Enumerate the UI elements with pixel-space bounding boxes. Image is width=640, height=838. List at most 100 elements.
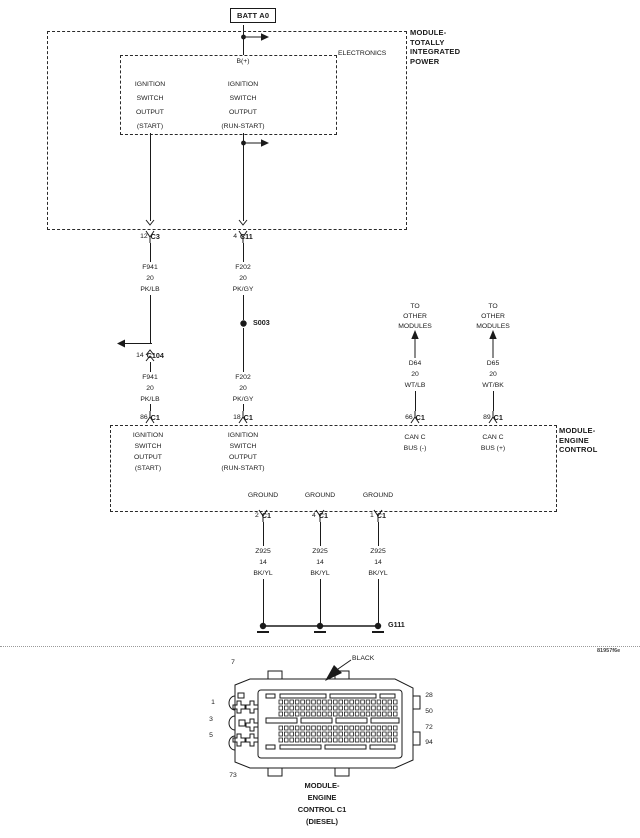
wire-gnd-3b [378, 579, 379, 624]
terminal-icon [488, 411, 498, 424]
ecm-can-plus-label: CAN C BUS (+) [480, 434, 506, 452]
wire-d65-label: D65 20 WT/BK [482, 360, 504, 389]
ecm-ground-label-2: GROUND [304, 492, 336, 499]
ecm-pin-run: 18 C1 [213, 411, 273, 424]
ecm-input-start-label: IGNITION SWITCH OUTPUT (START) [132, 432, 164, 472]
wire-d64-label: D64 20 WT/LB [404, 360, 426, 389]
wire-start-2 [150, 243, 151, 262]
b-plus-label: B(+) [236, 58, 250, 65]
connector-name: C11 [239, 232, 253, 241]
pin-number: 4 [233, 233, 237, 240]
ecm-pin-start: 86 C1 [120, 411, 180, 424]
diagram-id-label: 81957f6e [597, 648, 621, 654]
wire-run-5 [243, 404, 244, 411]
pin-number: 1 [370, 512, 374, 519]
tipm-pin-c3: 12 C3 [120, 230, 180, 243]
terminal-chevron-icon [238, 219, 248, 227]
to-other-modules-label-1: TO OTHER MODULES [398, 303, 432, 330]
connector-caption: MODULE- ENGINE CONTROL C1 (DIESEL) [297, 781, 347, 826]
junction-arrow-icon [241, 33, 269, 41]
terminal-icon [373, 509, 383, 522]
connector-color-label: BLACK [352, 655, 375, 662]
wire-f202-upper-label: F202 20 PK/GY [232, 264, 254, 293]
wire-f941-upper-label: F941 20 PK/LB [140, 264, 160, 293]
inline-connector-icon [145, 349, 155, 362]
connector-pin1-label: 1 [211, 699, 215, 706]
pin-number: 18 [233, 414, 241, 421]
wire-z925-label-3: Z925 14 BK/YL [368, 548, 388, 577]
terminal-chevron-icon [145, 219, 155, 227]
tipm-output-run-label: IGNITION SWITCH OUTPUT (RUN-START) [221, 81, 265, 130]
pin-number: 12 [140, 233, 148, 240]
ground-bus-icon [257, 622, 384, 633]
ecm-name: MODULE- ENGINE CONTROL [559, 426, 598, 454]
electronics-label: ELECTRONICS [338, 50, 387, 57]
wire-can-minus [415, 391, 416, 411]
ecm-box [110, 425, 557, 512]
wire-gnd-3a [378, 522, 379, 546]
section-divider [0, 646, 640, 647]
inline-connector-c104: 14 C104 [114, 349, 186, 362]
black-arrow-icon [325, 665, 342, 681]
connector-name: C1 [493, 413, 503, 422]
connector-face-drawing [195, 652, 465, 780]
ecm-ground-label-1: GROUND [247, 492, 279, 499]
c104-branch-arrow-icon [117, 339, 152, 348]
wire-start-5 [150, 404, 151, 411]
connector-name: C1 [261, 511, 271, 520]
electronics-box [120, 55, 337, 135]
wire-start-4 [150, 362, 151, 372]
connector-pin7-label: 7 [231, 659, 235, 666]
connector-pin94-label: 94 [425, 739, 433, 746]
wire-run-2 [243, 243, 244, 262]
tipm-pin-c11: 4 C11 [213, 230, 273, 243]
ecm-pin-can-minus: 66 C1 [385, 411, 445, 424]
connector-pin50-label: 50 [425, 708, 433, 715]
connector-pin28-label: 28 [425, 692, 433, 699]
wire-z925-label-1: Z925 14 BK/YL [253, 548, 273, 577]
connector-pin3-label: 3 [209, 716, 213, 723]
wire-batt [243, 25, 244, 55]
ecm-ground-label-3: GROUND [362, 492, 394, 499]
wire-run-3 [243, 295, 244, 320]
splice-s003-label: S003 [253, 318, 270, 327]
connector-pin73-label: 73 [229, 772, 237, 779]
terminal-icon [410, 411, 420, 424]
wire-start-1 [150, 133, 151, 221]
pin-number: 14 [136, 352, 144, 359]
wire-run-1 [243, 133, 244, 221]
wire-can-plus [493, 391, 494, 411]
connector-name: C1 [415, 413, 425, 422]
connector-name: C1 [318, 511, 328, 520]
terminal-icon [238, 230, 248, 243]
wire-start-3 [150, 295, 151, 343]
up-arrow-icon [411, 330, 419, 358]
wire-gnd-2a [320, 522, 321, 546]
wire-gnd-1a [263, 522, 264, 546]
wire-run-4 [243, 328, 244, 372]
connector-pin72-label: 72 [425, 724, 433, 731]
battery-feed-label: BATT A0 [230, 8, 277, 23]
up-arrow-icon [489, 330, 497, 358]
connector-name: C1 [376, 511, 386, 520]
connector-name: C3 [150, 232, 160, 241]
ecm-pin-ground-1: 2 C1 [233, 509, 293, 522]
to-other-modules-label-2: TO OTHER MODULES [476, 303, 510, 330]
terminal-icon [258, 509, 268, 522]
wire-f202-lower-label: F202 20 PK/GY [232, 374, 254, 403]
connector-name: C104 [146, 351, 164, 360]
pin-number: 89 [483, 414, 491, 421]
junction-arrow-icon [241, 139, 269, 147]
terminal-icon [145, 230, 155, 243]
tipm-output-start-label: IGNITION SWITCH OUTPUT (START) [134, 81, 166, 130]
ecm-pin-ground-2: 4 C1 [290, 509, 350, 522]
splice-dot-icon [240, 320, 247, 327]
wire-f941-lower-label: F941 20 PK/LB [140, 374, 160, 403]
wire-gnd-1b [263, 579, 264, 624]
tipm-name: MODULE- TOTALLY INTEGRATED POWER [410, 28, 461, 66]
ecm-input-run-label: IGNITION SWITCH OUTPUT (RUN-START) [221, 432, 265, 472]
ecm-can-minus-label: CAN C BUS (-) [403, 434, 427, 452]
ecm-pin-can-plus: 89 C1 [463, 411, 523, 424]
wire-z925-label-2: Z925 14 BK/YL [310, 548, 330, 577]
